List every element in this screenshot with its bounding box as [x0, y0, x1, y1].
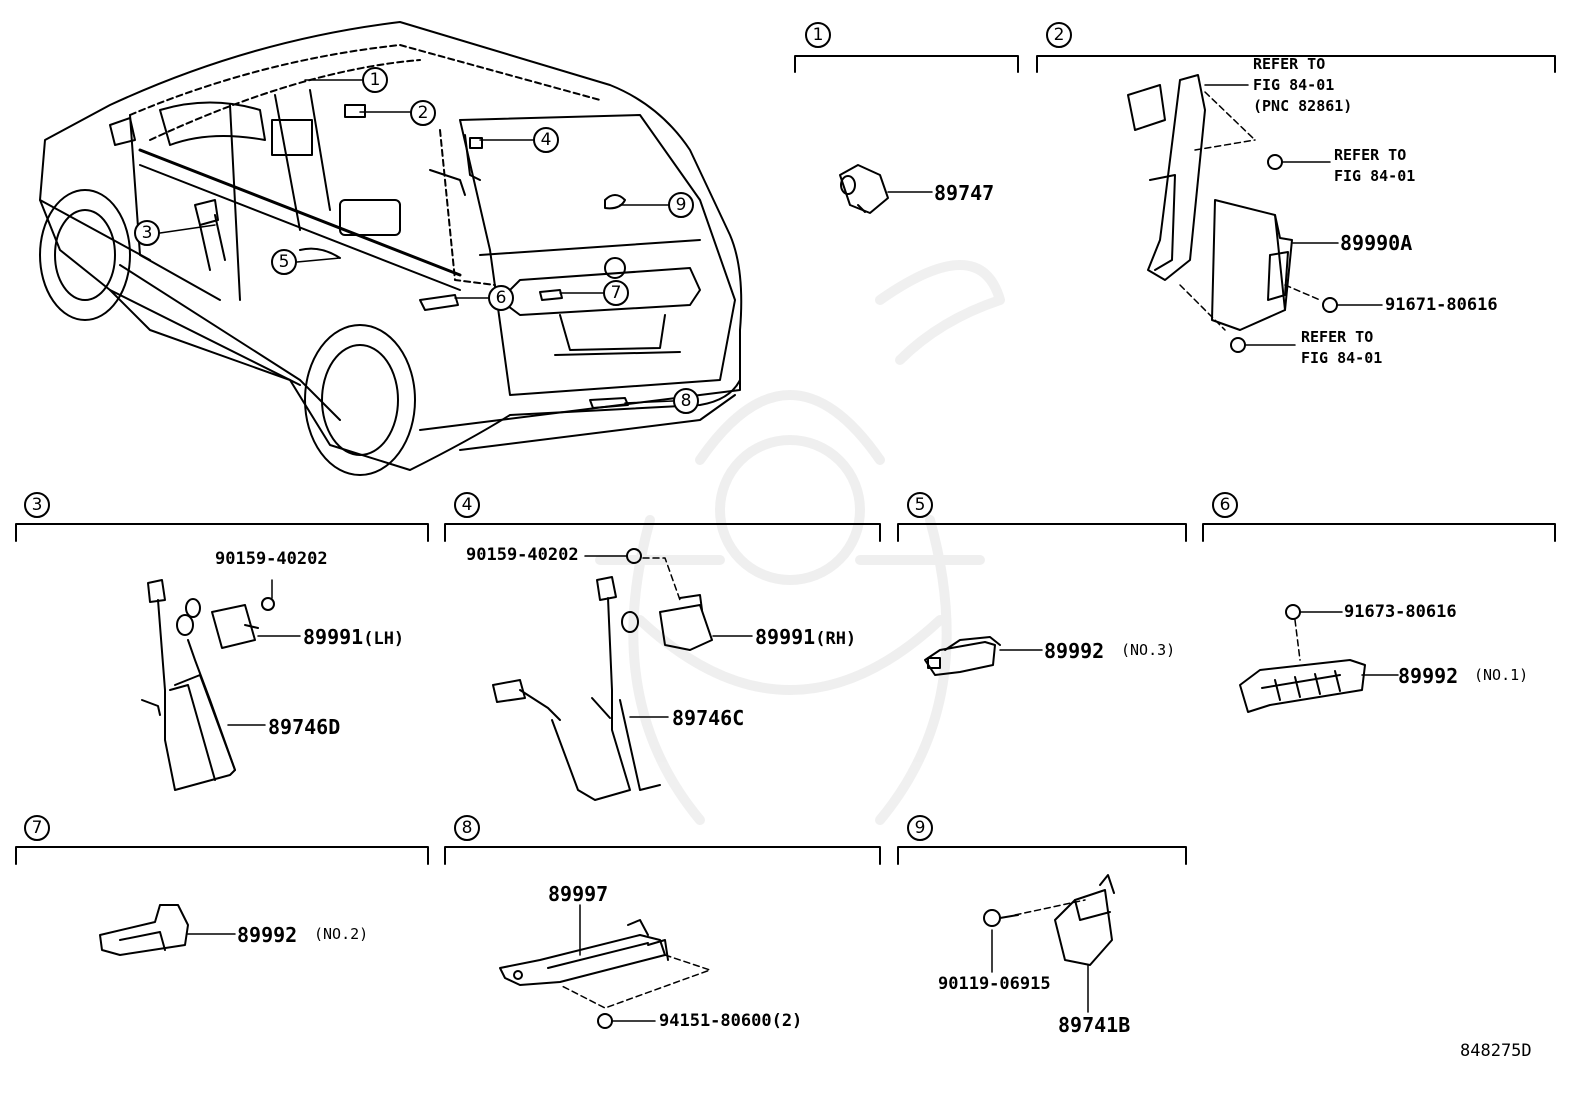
part-number-90119-06915[interactable]: 90119-06915: [938, 974, 1051, 994]
part-number-89741B[interactable]: 89741B: [1058, 1013, 1131, 1037]
part-note-no3: (NO.3): [1121, 641, 1176, 659]
part-side-lh: (LH): [363, 629, 405, 649]
part-number-90159-40202-rh[interactable]: 90159-40202: [466, 545, 579, 565]
section-8-number: 8: [454, 815, 480, 841]
section-2-number: 2: [1046, 22, 1072, 48]
part-89747-drawing: [839, 164, 933, 214]
part-number-89990A[interactable]: 89990A: [1340, 231, 1413, 255]
part-note-no2: (NO.2): [314, 925, 369, 943]
part-89991-number: 89991: [303, 625, 364, 649]
section-6-number: 6: [1212, 492, 1238, 518]
part-note-no1: (NO.1): [1474, 666, 1529, 684]
part-number-89992-no2[interactable]: 89992: [237, 923, 298, 947]
callout-9: 9: [668, 192, 694, 218]
callout-7: 7: [603, 280, 629, 306]
reference-note-fig-84-01-bolt: REFER TO FIG 84-01: [1334, 146, 1416, 185]
section-5-number: 5: [907, 492, 933, 518]
callout-1: 1: [362, 67, 388, 93]
part-89991-number: 89991: [755, 625, 816, 649]
part-number-94151-80600[interactable]: 94151-80600(2): [659, 1011, 803, 1031]
part-89746C-drawing: [492, 548, 753, 801]
callout-6: 6: [488, 285, 514, 311]
part-89992-no3-drawing: [924, 636, 1043, 676]
part-number-90159-40202-lh[interactable]: 90159-40202: [215, 549, 328, 569]
callout-3: 3: [134, 220, 160, 246]
section-brackets: [15, 55, 1556, 865]
part-number-89746D[interactable]: 89746D: [268, 715, 341, 739]
vehicle-overview-drawing: [39, 21, 743, 476]
section-3-number: 3: [24, 492, 50, 518]
part-number-89992-no1[interactable]: 89992: [1398, 664, 1459, 688]
part-number-89991-lh[interactable]: 89991(LH): [303, 627, 404, 648]
part-89992-no2-drawing: [99, 904, 236, 956]
part-89746D-drawing: [141, 579, 301, 791]
part-side-rh: (RH): [815, 629, 857, 649]
callout-4: 4: [533, 127, 559, 153]
figure-code: 848275D: [1460, 1041, 1532, 1061]
reference-note-fig-84-01-lower: REFER TO FIG 84-01: [1301, 328, 1383, 367]
overview-leader-lines: [159, 79, 674, 404]
section-1-number: 1: [805, 22, 831, 48]
part-number-89747[interactable]: 89747: [934, 181, 995, 205]
part-89741B-drawing: [983, 874, 1115, 1013]
section-7-number: 7: [24, 815, 50, 841]
part-number-89997[interactable]: 89997: [548, 882, 609, 906]
part-number-91673-80616[interactable]: 91673-80616: [1344, 602, 1457, 622]
part-number-89992-no3[interactable]: 89992: [1044, 639, 1105, 663]
watermark-emblem: [595, 260, 1005, 825]
callout-8: 8: [673, 388, 699, 414]
part-number-89746C[interactable]: 89746C: [672, 706, 745, 730]
callout-2: 2: [410, 100, 436, 126]
part-89997-drawing: [499, 904, 711, 1029]
section-9-number: 9: [907, 815, 933, 841]
part-89990A-drawing: [1127, 74, 1383, 353]
part-89992-no1-drawing: [1239, 604, 1399, 713]
reference-note-fig-84-01-pnc: REFER TO FIG 84-01 (PNC 82861): [1253, 55, 1353, 115]
part-number-91671-80616[interactable]: 91671-80616: [1385, 295, 1498, 315]
callout-5: 5: [271, 249, 297, 275]
section-4-number: 4: [454, 492, 480, 518]
part-number-89991-rh[interactable]: 89991(RH): [755, 627, 856, 648]
